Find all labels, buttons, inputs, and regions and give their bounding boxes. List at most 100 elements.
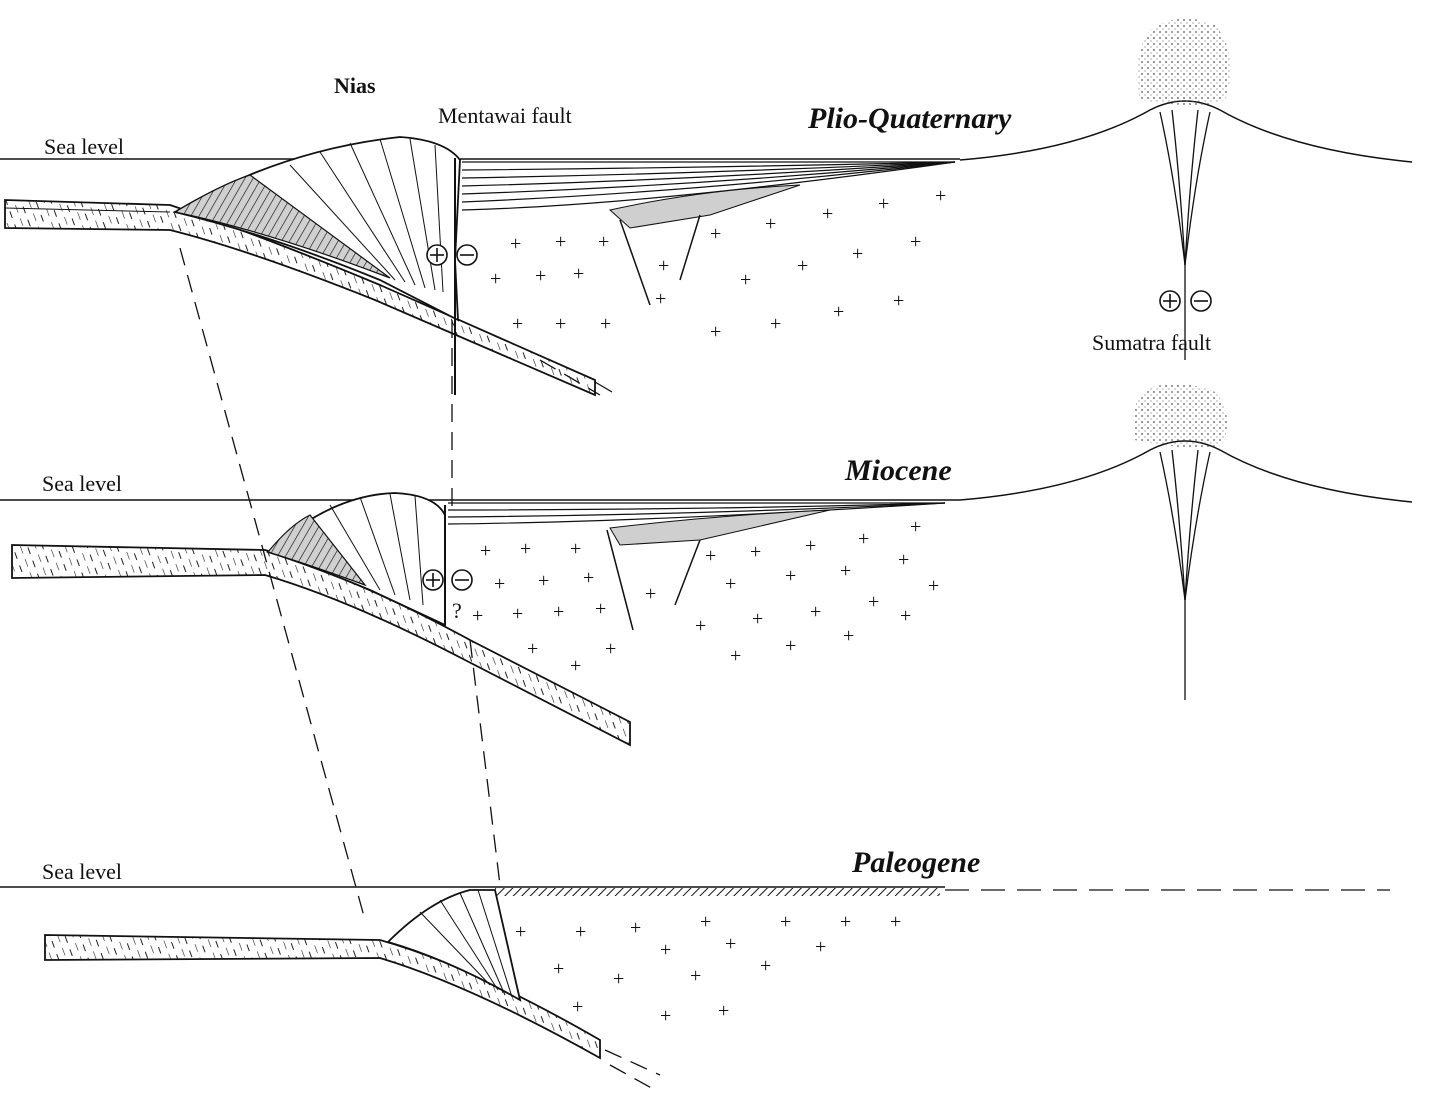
svg-text:+: + [583, 567, 594, 589]
svg-text:+: + [695, 615, 706, 637]
svg-text:+: + [555, 313, 566, 335]
svg-text:+: + [572, 996, 583, 1018]
svg-text:+: + [893, 290, 904, 312]
svg-text:+: + [868, 591, 879, 613]
svg-text:+: + [752, 608, 763, 630]
svg-text:+: + [480, 540, 491, 562]
svg-text:+: + [510, 233, 521, 255]
mentawai-motion-symbols [422, 569, 473, 591]
volcanic-arc-profile [959, 100, 1413, 163]
svg-text:+: + [472, 605, 483, 627]
svg-text:+: + [613, 968, 624, 990]
svg-text:+: + [843, 625, 854, 647]
mentawai-motion-symbols [426, 244, 478, 266]
continental-crust-pluses: +++ +++ + +++ + +++ +++ [515, 911, 901, 1027]
svg-text:+: + [910, 231, 921, 253]
land-surface-hatching [495, 888, 940, 896]
svg-text:+: + [700, 911, 711, 933]
svg-text:+: + [900, 605, 911, 627]
svg-text:+: + [527, 638, 538, 660]
svg-text:+: + [890, 911, 901, 933]
svg-text:+: + [553, 601, 564, 623]
svg-text:+: + [750, 541, 761, 563]
svg-text:+: + [725, 573, 736, 595]
mentawai-fault-label: Mentawai fault [438, 103, 572, 128]
svg-text:+: + [645, 583, 656, 605]
svg-text:+: + [928, 575, 939, 597]
svg-text:+: + [785, 565, 796, 587]
correlation-dashed-lines [179, 247, 613, 921]
basin-sediment-lens [608, 184, 801, 229]
svg-text:+: + [710, 223, 721, 245]
volcanic-arc-profile [959, 440, 1413, 503]
forearc-basin-layers [461, 161, 956, 211]
svg-text:+: + [852, 243, 863, 265]
svg-text:+: + [512, 603, 523, 625]
svg-text:+: + [573, 263, 584, 285]
forearc-basin-layers [447, 502, 946, 525]
svg-text:+: + [535, 265, 546, 287]
svg-text:+: + [600, 313, 611, 335]
svg-text:+: + [785, 635, 796, 657]
epoch-label: Plio-Quaternary [807, 102, 1012, 135]
svg-text:+: + [690, 965, 701, 987]
svg-text:+: + [822, 203, 833, 225]
sumatra-motion-symbols [1159, 290, 1212, 312]
svg-text:+: + [710, 321, 721, 343]
svg-text:+: + [520, 538, 531, 560]
continental-crust-pluses: +++ +++ ++ +++ +++ ++ +++ +++ +++ + +++ … [472, 516, 939, 677]
svg-text:+: + [840, 560, 851, 582]
svg-text:+: + [658, 255, 669, 277]
sea-level-label: Sea level [42, 859, 122, 884]
svg-text:+: + [490, 268, 501, 290]
island-label: Nias [334, 73, 376, 98]
prism-fan-lines [289, 138, 444, 293]
prism-dense-wedge [173, 174, 391, 279]
svg-text:+: + [740, 269, 751, 291]
svg-text:+: + [760, 955, 771, 977]
svg-text:+: + [598, 231, 609, 253]
svg-text:+: + [575, 921, 586, 943]
svg-text:+: + [512, 313, 523, 335]
svg-text:+: + [570, 655, 581, 677]
svg-text:+: + [553, 958, 564, 980]
panel-paleogene: Sea level +++ +++ + +++ + +++ +++ Paleog… [0, 846, 1390, 1091]
svg-text:+: + [725, 933, 736, 955]
svg-text:+: + [770, 313, 781, 335]
svg-text:+: + [705, 545, 716, 567]
svg-text:+: + [660, 939, 671, 961]
svg-text:+: + [840, 911, 851, 933]
sea-level-label: Sea level [44, 134, 124, 159]
epoch-label: Miocene [844, 454, 952, 487]
svg-text:+: + [833, 301, 844, 323]
svg-text:+: + [935, 185, 946, 207]
svg-text:+: + [570, 538, 581, 560]
prism-dense-wedge [266, 514, 367, 587]
sumatra-fault-label: Sumatra fault [1092, 330, 1211, 355]
continental-crust-pluses: + + + + + + + + + + + + + + + + + + + + + + + + [490, 185, 946, 343]
svg-text:+: + [810, 601, 821, 623]
svg-text:+: + [878, 193, 889, 215]
svg-text:+: + [858, 528, 869, 550]
prism-fan-lines [419, 889, 513, 998]
svg-text:+: + [555, 231, 566, 253]
prism-fan-lines [329, 493, 424, 606]
sea-level-label: Sea level [42, 471, 122, 496]
basin-sediment-lens [609, 509, 831, 546]
svg-text:+: + [660, 1005, 671, 1027]
panel-miocene: Sea level +++ +++ ++ +++ +++ ++ +++ + [0, 383, 1413, 747]
panel-plio-quaternary: Sea level [0, 18, 1413, 397]
uncertain-fault-mark: ? [452, 598, 462, 623]
svg-text:+: + [730, 645, 741, 667]
svg-text:+: + [605, 638, 616, 660]
svg-text:+: + [797, 255, 808, 277]
svg-text:+: + [780, 911, 791, 933]
eruption-plume [1133, 383, 1228, 448]
volcano-conduit [1159, 109, 1211, 360]
svg-text:+: + [494, 573, 505, 595]
svg-text:+: + [805, 535, 816, 557]
svg-text:+: + [655, 288, 666, 310]
svg-text:+: + [718, 1000, 729, 1022]
svg-text:+: + [765, 213, 776, 235]
